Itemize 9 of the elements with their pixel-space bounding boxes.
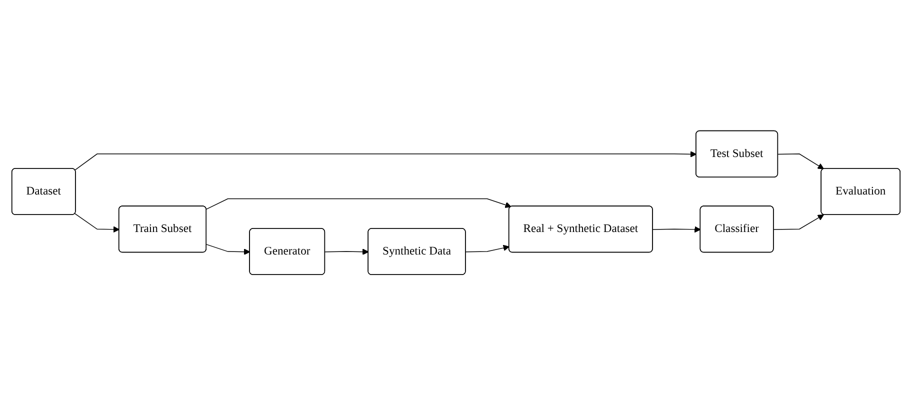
arrow	[206, 198, 512, 210]
arrow	[465, 245, 510, 253]
arrow	[324, 248, 369, 256]
arrow	[778, 154, 824, 170]
arrow	[773, 214, 824, 230]
arrow	[74, 214, 120, 233]
arrow	[74, 151, 697, 171]
arrow	[206, 244, 250, 256]
arrow	[652, 226, 701, 233]
